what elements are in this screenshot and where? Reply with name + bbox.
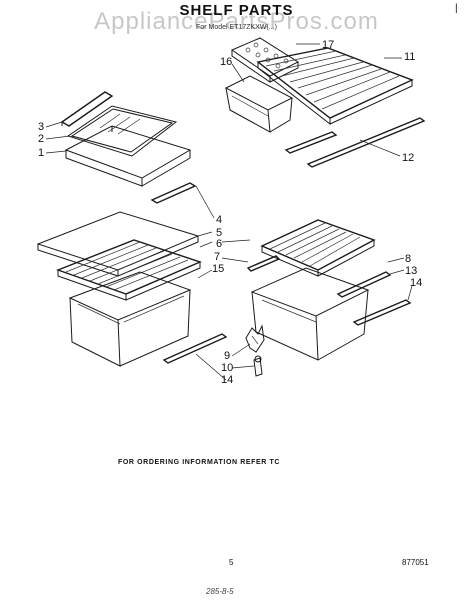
callout-7: 7 bbox=[214, 251, 221, 263]
glass-shelf bbox=[66, 105, 178, 157]
callout-10: 10 bbox=[221, 362, 234, 374]
ordering-note: FOR ORDERING INFORMATION REFER TC bbox=[118, 459, 280, 466]
callout-15: 15 bbox=[212, 263, 225, 275]
crisper-drawer-right bbox=[250, 267, 370, 361]
shelf-frame bbox=[64, 125, 192, 187]
watermark: AppliancePartsPros.com bbox=[94, 8, 379, 35]
crisper-cover-grille bbox=[56, 239, 202, 301]
drawer-trim-left bbox=[162, 333, 228, 364]
drawer-trim-right bbox=[352, 299, 412, 326]
callout-6: 6 bbox=[216, 238, 223, 250]
callout-12: 12 bbox=[402, 152, 415, 164]
deli-drawer bbox=[224, 75, 294, 133]
roller-axle bbox=[253, 355, 263, 377]
shelf-side-rail bbox=[306, 117, 426, 168]
deli-drawer-cover bbox=[230, 37, 300, 83]
callout-17: 17 bbox=[322, 39, 335, 51]
model-line: For Model ET17ZKXW(...) bbox=[196, 24, 277, 31]
cover-trim-right bbox=[246, 255, 392, 298]
callout-14-right: 14 bbox=[410, 277, 423, 289]
callout-1: 1 bbox=[38, 147, 45, 159]
corner-mark: | bbox=[455, 3, 458, 14]
catalog-code: 877051 bbox=[402, 558, 429, 567]
callout-4: 4 bbox=[216, 214, 223, 226]
callout-leaders bbox=[45, 43, 413, 381]
crisper-cover-frame bbox=[36, 211, 200, 277]
shelf-frame-trim bbox=[60, 91, 114, 127]
handwritten-note: 285-8-5 bbox=[206, 587, 234, 596]
callout-13: 13 bbox=[405, 265, 418, 277]
shelf-rear-trim bbox=[284, 131, 338, 154]
callout-8: 8 bbox=[405, 253, 412, 265]
callout-16: 16 bbox=[220, 56, 233, 68]
wire-shelf-upper bbox=[256, 47, 414, 126]
callout-11: 11 bbox=[404, 51, 416, 63]
callout-9: 9 bbox=[224, 350, 231, 362]
callout-14-left: 14 bbox=[221, 374, 234, 386]
crisper-cover-grille-right bbox=[260, 219, 376, 277]
drawer-roller-bracket bbox=[245, 324, 265, 353]
diagram-title: SHELF PARTS bbox=[179, 2, 294, 19]
page-number: 5 bbox=[229, 558, 234, 567]
shelf-front-trim bbox=[150, 182, 197, 204]
callout-5: 5 bbox=[216, 227, 223, 239]
callout-2: 2 bbox=[38, 133, 45, 145]
crisper-drawer-left bbox=[68, 271, 192, 367]
callout-3: 3 bbox=[38, 121, 45, 133]
